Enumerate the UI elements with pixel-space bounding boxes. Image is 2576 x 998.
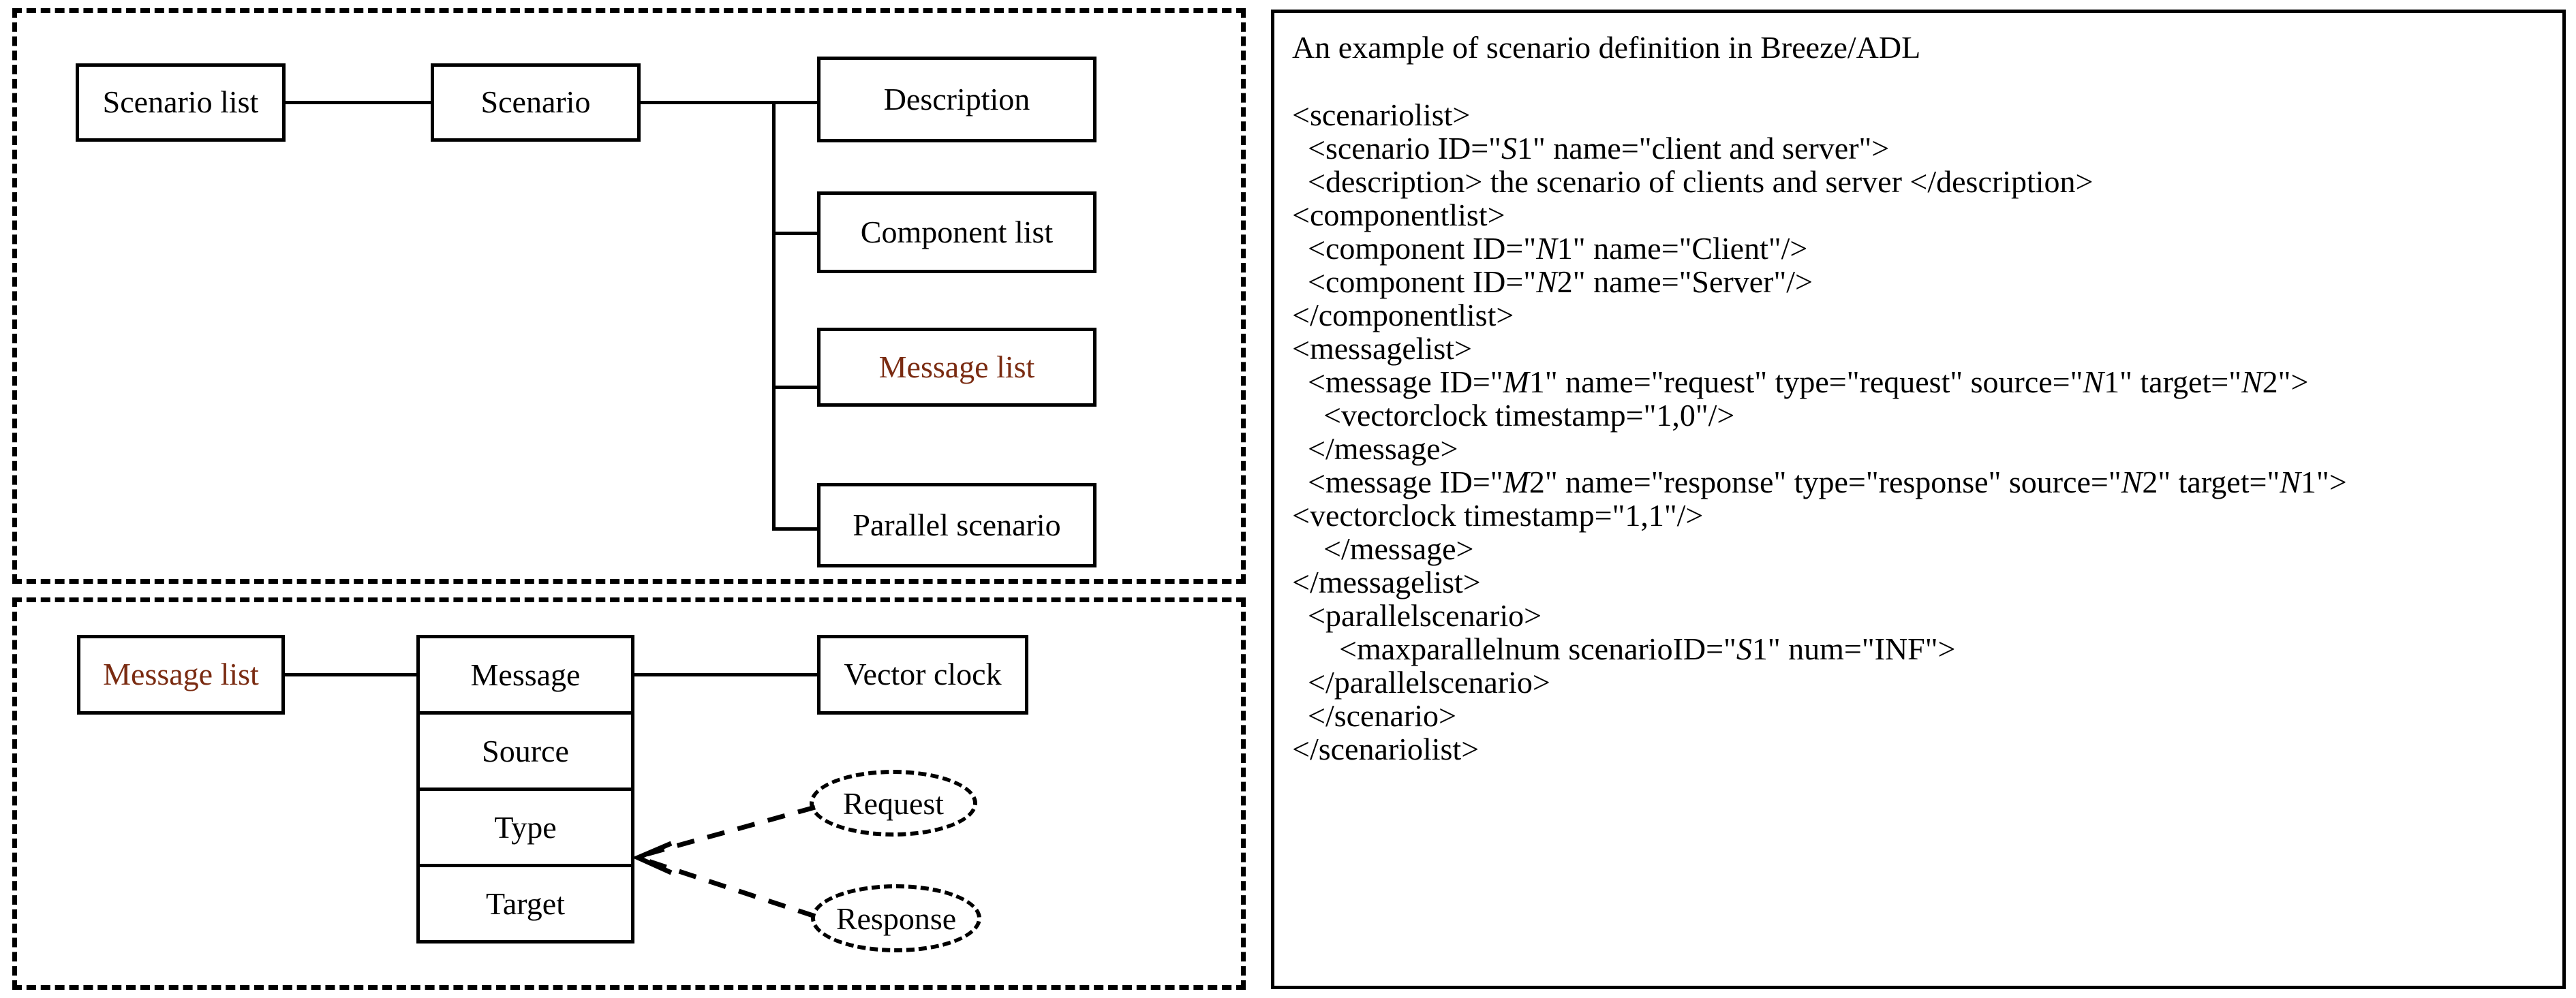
compartment-source[interactable]: Source	[420, 715, 631, 791]
connector-trunk-vertical	[772, 101, 776, 530]
code-line: </scenariolist>	[1292, 732, 1479, 766]
node-message-list-root-label: Message list	[103, 657, 259, 692]
code-line: <message ID="M2" name="response" type="r…	[1308, 465, 2347, 499]
compartment-source-label: Source	[482, 734, 569, 768]
node-message-list-highlight[interactable]: Message list	[817, 328, 1097, 407]
ellipse-request[interactable]: Request	[810, 770, 977, 837]
compartment-type-label: Type	[494, 810, 557, 845]
code-line: </message>	[1308, 431, 1458, 466]
code-panel-title: An example of scenario definition in Bre…	[1292, 30, 1921, 65]
node-component-list[interactable]: Component list	[817, 191, 1097, 273]
connector-scenario-trunk	[641, 101, 776, 104]
compartment-message-label: Message	[470, 657, 581, 692]
code-line: <description> the scenario of clients an…	[1308, 164, 2094, 199]
connector-message-vectorclock	[634, 673, 819, 676]
node-description-label: Description	[883, 81, 1030, 116]
node-vector-clock[interactable]: Vector clock	[817, 635, 1028, 715]
connector-branch-component-list	[772, 232, 818, 235]
compartment-type[interactable]: Type	[420, 791, 631, 867]
code-line: </componentlist>	[1292, 298, 1514, 332]
code-line: <vectorclock timestamp="1,1"/>	[1292, 498, 1704, 533]
code-line: <componentlist>	[1292, 198, 1505, 232]
connector-messagelist-message	[285, 673, 418, 676]
code-line: </parallelscenario>	[1308, 665, 1550, 700]
connector-branch-message-list	[772, 386, 818, 389]
code-line: <message ID="M1" name="request" type="re…	[1308, 364, 2309, 399]
compartment-message[interactable]: Message	[420, 638, 631, 715]
code-line: <messagelist>	[1292, 331, 1472, 366]
node-parallel-scenario[interactable]: Parallel scenario	[817, 483, 1097, 567]
code-line: <maxparallelnum scenarioID="S1" num="INF…	[1339, 631, 1956, 666]
code-line: </messagelist>	[1292, 565, 1481, 599]
ellipse-response[interactable]: Response	[811, 884, 981, 952]
scenario-structure-panel	[12, 8, 1246, 584]
connector-branch-description	[772, 101, 818, 104]
node-scenario-list-label: Scenario list	[102, 84, 259, 120]
code-line: <scenario ID="S1" name="client and serve…	[1308, 131, 1890, 166]
ellipse-request-label: Request	[842, 785, 945, 821]
node-message-compartments[interactable]: Message Source Type Target	[416, 635, 634, 944]
node-scenario[interactable]: Scenario	[431, 63, 641, 142]
node-scenario-label: Scenario	[480, 84, 591, 120]
connector-branch-parallel-scenario	[772, 527, 818, 531]
breeze-adl-example-panel: An example of scenario definition in Bre…	[1271, 10, 2566, 989]
node-message-list-highlight-label: Message list	[878, 349, 1035, 384]
code-line: </message>	[1323, 531, 1474, 566]
node-description[interactable]: Description	[817, 57, 1097, 142]
code-line: </scenario>	[1308, 698, 1456, 733]
message-structure-panel	[12, 597, 1246, 990]
node-parallel-scenario-label: Parallel scenario	[853, 507, 1061, 542]
ellipse-response-label: Response	[835, 901, 957, 936]
node-component-list-label: Component list	[860, 214, 1054, 249]
code-line: <vectorclock timestamp="1,0"/>	[1323, 398, 1735, 433]
node-scenario-list[interactable]: Scenario list	[76, 63, 286, 142]
compartment-target-label: Target	[486, 886, 565, 921]
compartment-target[interactable]: Target	[420, 867, 631, 940]
node-message-list-root[interactable]: Message list	[77, 635, 285, 715]
code-line: <component ID="N1" name="Client"/>	[1308, 231, 1808, 266]
code-line: <scenariolist>	[1292, 97, 1471, 132]
code-line: <parallelscenario>	[1308, 598, 1542, 633]
code-line: <component ID="N2" name="Server"/>	[1308, 264, 1813, 299]
node-vector-clock-label: Vector clock	[844, 657, 1002, 692]
code-listing: <scenariolist> <scenario ID="S1" name="c…	[1292, 98, 2347, 766]
connector-scenariolist-scenario	[286, 101, 431, 104]
